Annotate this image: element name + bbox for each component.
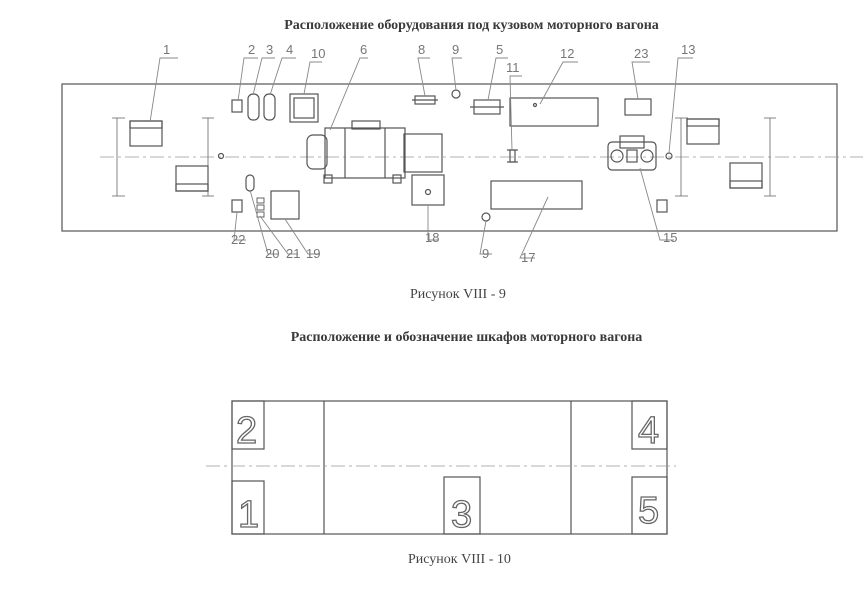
item-1 bbox=[129, 120, 163, 147]
item-8 bbox=[412, 95, 438, 105]
item-13 bbox=[665, 152, 673, 160]
cabinet-3 bbox=[443, 476, 481, 535]
svg-text:9: 9 bbox=[452, 42, 459, 57]
svg-text:4: 4 bbox=[286, 42, 293, 57]
item-19 bbox=[270, 190, 300, 220]
cabinet-5 bbox=[631, 476, 668, 535]
item-right-small bbox=[656, 199, 668, 213]
svg-text:18: 18 bbox=[425, 230, 439, 245]
right-bogie bbox=[675, 117, 776, 197]
svg-text:15: 15 bbox=[663, 230, 677, 245]
item-20-21 bbox=[245, 174, 255, 192]
item-right-lower bbox=[729, 162, 763, 189]
cabinet-diagram bbox=[206, 400, 676, 535]
svg-text:3: 3 bbox=[451, 494, 472, 536]
item-9-bottom bbox=[481, 212, 491, 222]
svg-text:9: 9 bbox=[482, 246, 489, 261]
item-15 bbox=[607, 135, 657, 171]
item-6-motor bbox=[306, 120, 443, 184]
item-12 bbox=[509, 97, 599, 127]
svg-text:22: 22 bbox=[231, 232, 245, 247]
item-3 bbox=[247, 93, 260, 121]
cabinet-4 bbox=[631, 400, 668, 450]
figure-1-title: Расположение оборудования под кузовом мо… bbox=[284, 18, 659, 33]
svg-text:19: 19 bbox=[306, 246, 320, 261]
item-left-lower bbox=[175, 165, 209, 192]
figure-1-caption: Рисунок VIII - 9 bbox=[410, 287, 506, 302]
svg-text:11: 11 bbox=[506, 60, 520, 75]
cabinet-outline bbox=[231, 400, 668, 535]
item-9-top bbox=[451, 89, 461, 99]
figure-2-caption: Рисунок VIII - 10 bbox=[408, 552, 511, 567]
item-22 bbox=[231, 199, 243, 213]
svg-text:4: 4 bbox=[638, 410, 659, 452]
svg-text:2: 2 bbox=[236, 410, 257, 452]
svg-text:10: 10 bbox=[311, 46, 325, 61]
cabinet-labels: 2 1 3 4 5 bbox=[235, 409, 659, 536]
item-23 bbox=[624, 98, 652, 116]
svg-text:3: 3 bbox=[266, 42, 273, 57]
svg-text:17: 17 bbox=[521, 250, 535, 265]
item-17 bbox=[490, 180, 583, 210]
svg-text:23: 23 bbox=[634, 46, 648, 61]
cabinet-1 bbox=[231, 480, 265, 535]
cabinet-2 bbox=[231, 400, 265, 450]
svg-text:2: 2 bbox=[248, 42, 255, 57]
svg-text:13: 13 bbox=[681, 42, 695, 57]
svg-text:5: 5 bbox=[496, 42, 503, 57]
item-labels: 1 2 3 4 10 6 8 9 5 11 12 23 13 15 17 9 1… bbox=[163, 42, 695, 265]
item-4 bbox=[263, 93, 276, 121]
item-11 bbox=[507, 149, 518, 163]
svg-text:21: 21 bbox=[286, 246, 300, 261]
item-2 bbox=[231, 99, 243, 113]
figure-2-title: Расположение и обозначение шкафов моторн… bbox=[290, 330, 643, 345]
svg-text:6: 6 bbox=[360, 42, 367, 57]
svg-text:20: 20 bbox=[265, 246, 279, 261]
svg-text:5: 5 bbox=[638, 490, 659, 532]
item-5 bbox=[470, 99, 504, 115]
svg-text:12: 12 bbox=[560, 46, 574, 61]
car-body-outline bbox=[61, 83, 838, 232]
item-right-upper bbox=[686, 118, 720, 145]
svg-text:1: 1 bbox=[163, 42, 170, 57]
svg-text:1: 1 bbox=[238, 494, 259, 536]
svg-text:8: 8 bbox=[418, 42, 425, 57]
